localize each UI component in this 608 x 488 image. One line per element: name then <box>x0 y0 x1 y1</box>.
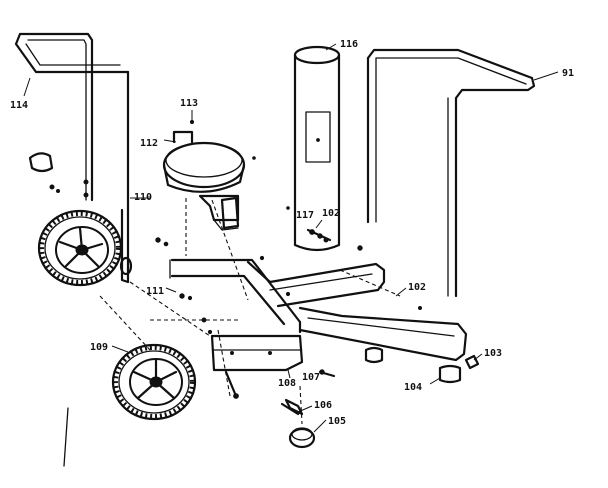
part-116-cylinder <box>293 45 341 252</box>
wheel-lower-left <box>111 343 197 421</box>
part-103-screw <box>464 354 480 370</box>
part-105-cap <box>288 427 316 449</box>
callout-111: 111 <box>146 286 164 297</box>
callout-106: 106 <box>314 400 332 411</box>
callout-117: 117 <box>296 210 314 221</box>
part-112-basket <box>162 119 246 193</box>
assembly-lines <box>99 198 401 425</box>
callout-104: 104 <box>404 382 422 393</box>
cap-left-upper <box>28 152 60 193</box>
callout-103: 103 <box>484 348 502 359</box>
scan-marks <box>63 156 422 467</box>
callout-108: 108 <box>278 378 296 389</box>
callout-112: 112 <box>140 138 158 149</box>
part-117-hardware <box>306 228 363 251</box>
callout-116: 116 <box>340 39 358 50</box>
callout-102-upper: 102 <box>322 208 340 219</box>
bolt-under-frame <box>224 370 239 399</box>
part-111-hardware <box>155 237 213 335</box>
callout-114: 114 <box>10 100 28 111</box>
callout-102-right: 102 <box>408 282 426 293</box>
part-104-cap <box>438 364 462 384</box>
callout-110: 110 <box>134 192 152 203</box>
callout-107: 107 <box>302 372 320 383</box>
part-91-right-handle <box>366 48 536 298</box>
part-108-frame <box>169 258 468 372</box>
callout-91: 91 <box>562 68 574 79</box>
part-114-handle-frame <box>14 32 130 284</box>
leader-lines <box>23 43 559 433</box>
part-110-bracket <box>198 194 240 231</box>
callout-labels: 114 113 112 116 91 110 117 102 111 102 1… <box>10 39 574 427</box>
wheel-upper-left <box>37 209 133 287</box>
callout-113: 113 <box>180 98 198 109</box>
callout-109: 109 <box>90 342 108 353</box>
part-104-cap-b <box>364 346 384 364</box>
callout-105: 105 <box>328 416 346 427</box>
